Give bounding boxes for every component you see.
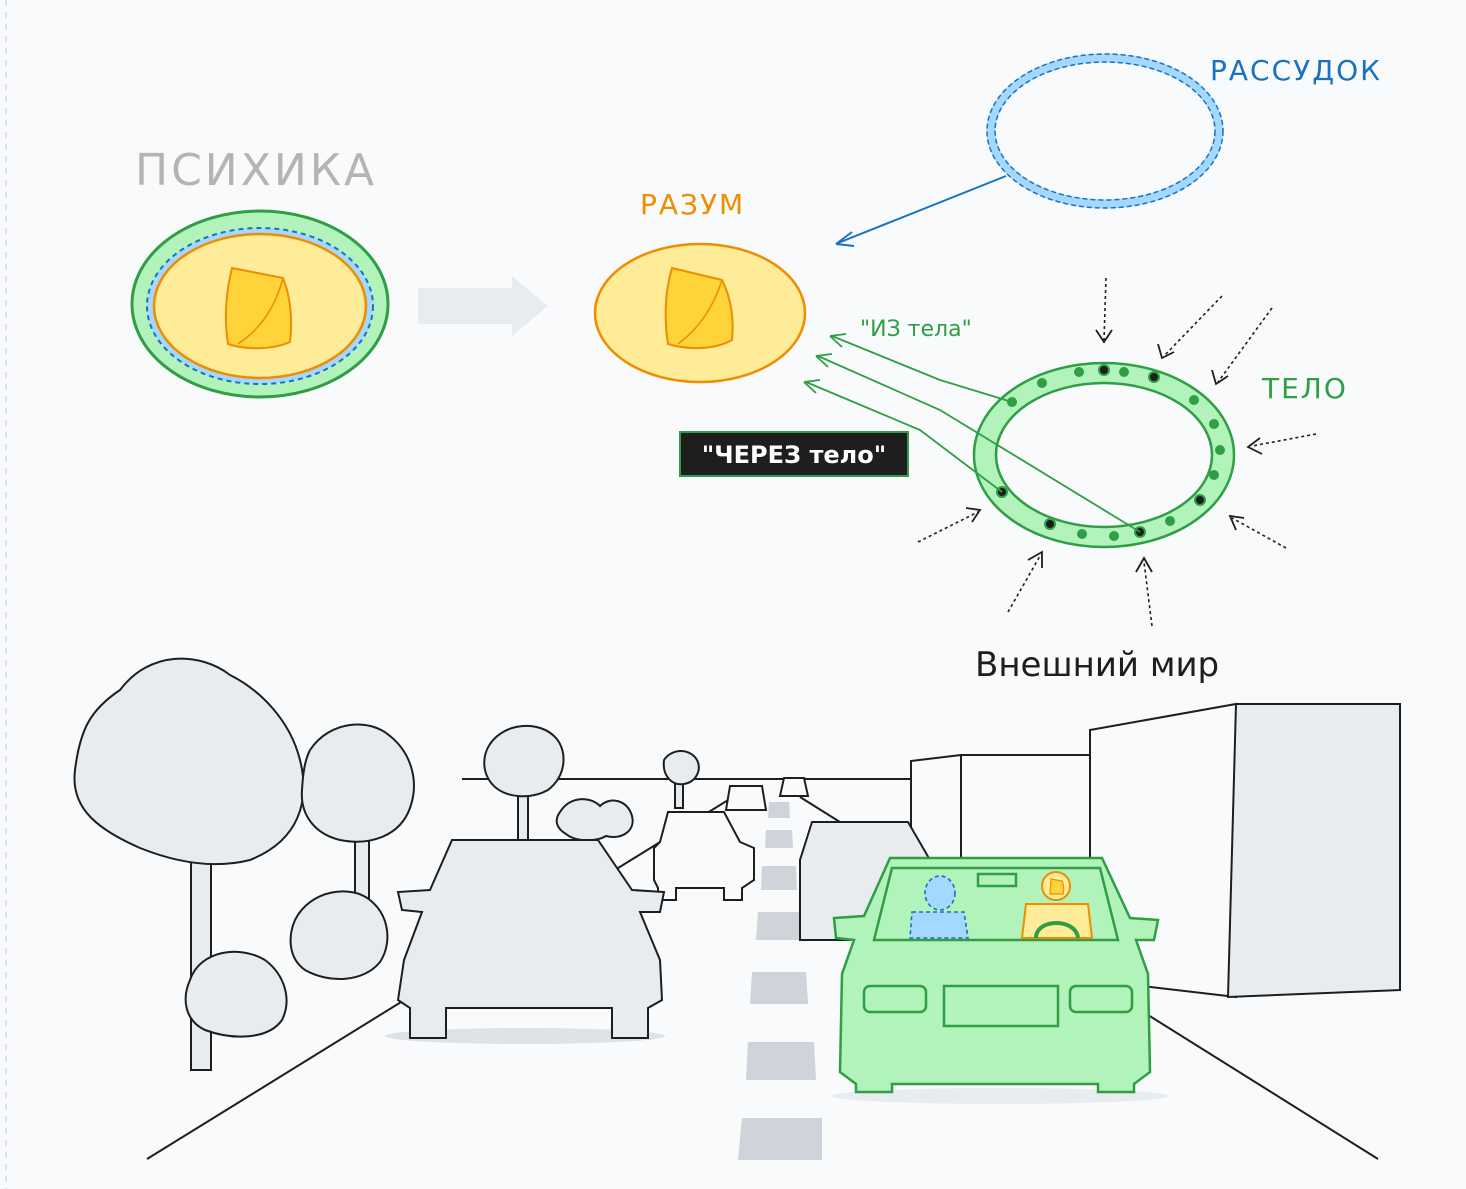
through-body-badge: "ЧЕРЕЗ тело" <box>679 431 909 477</box>
driver-figure <box>1020 871 1094 939</box>
buildings <box>910 702 1401 999</box>
from-body-arrows <box>803 333 1141 533</box>
through-body-label: "ЧЕРЕЗ тело" <box>702 441 886 469</box>
outer-world-label: Внешний мир <box>975 645 1219 685</box>
mind-figure <box>593 242 807 384</box>
passenger-figure <box>909 875 969 939</box>
body-figure <box>972 361 1236 549</box>
trees <box>73 657 700 1071</box>
psyche-label: ПСИХИКА <box>135 145 377 196</box>
outer-world-arrowheads <box>965 329 1263 573</box>
from-body-label: "ИЗ тела" <box>860 317 972 342</box>
body-receptor-dots <box>996 364 1225 541</box>
street-scene <box>73 657 1401 1160</box>
gray-car <box>385 839 666 1044</box>
psyche-core-icon <box>224 266 293 350</box>
reason-label: РАССУДОК <box>1210 54 1382 87</box>
lane-markings <box>738 802 822 1160</box>
body-label: ТЕЛО <box>1261 372 1348 405</box>
reason-to-mind-arrow <box>835 175 1007 247</box>
mind-core-icon <box>664 266 734 350</box>
outer-world-arrows <box>917 277 1317 627</box>
reason-figure <box>986 53 1224 209</box>
green-car <box>832 856 1168 1104</box>
transform-arrow <box>418 276 548 336</box>
mind-label: РАЗУМ <box>640 188 745 221</box>
psyche-figure <box>130 209 390 399</box>
